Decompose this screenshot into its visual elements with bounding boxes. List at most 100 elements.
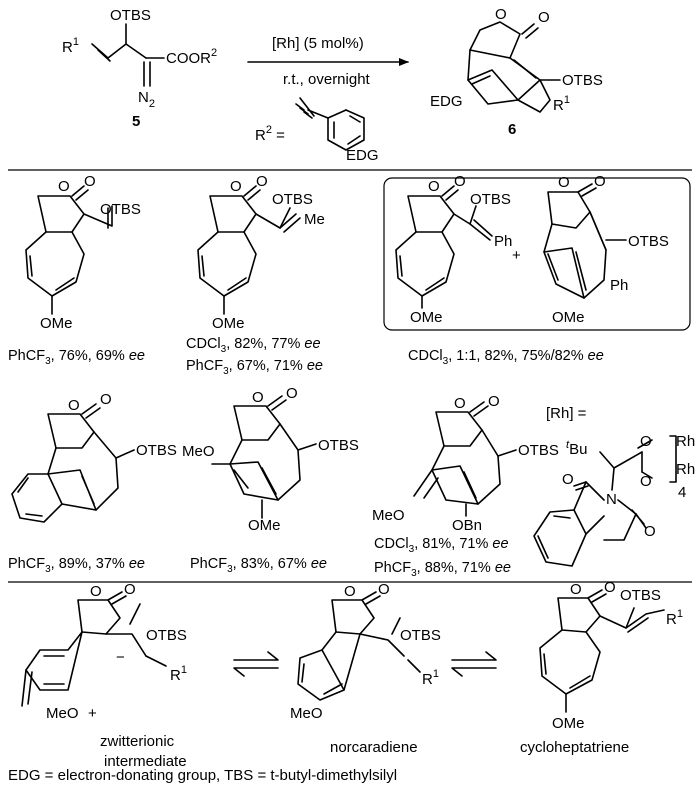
- p5-o2: O: [286, 385, 298, 402]
- compound-number-5: 5: [132, 113, 140, 130]
- rh-sub4: 4: [678, 484, 686, 501]
- p3b-otbs: OTBS: [628, 233, 669, 250]
- r2-label: R2 =: [255, 124, 285, 144]
- p3-o2: O: [454, 173, 466, 190]
- nc-r1: R1: [422, 668, 439, 688]
- p3-plus: +: [512, 247, 521, 264]
- product-p5: O O OTBS MeO OMe PhCF3, 83%, 67% ee: [182, 385, 359, 575]
- p6-meo: MeO: [372, 507, 405, 524]
- p4-o1: O: [68, 397, 80, 414]
- p3-ph: Ph: [494, 233, 512, 250]
- ch-o2: O: [604, 579, 616, 596]
- prod-o1: O: [495, 6, 507, 23]
- zw-meo: MeO: [46, 705, 79, 722]
- rh-catalyst: [Rh] = tBu O O Rh Rh 4 N O O: [533, 405, 695, 567]
- p3-ome: OMe: [410, 309, 443, 326]
- compound-number-6: 6: [508, 121, 516, 138]
- rh-tbu: tBu: [566, 439, 587, 458]
- p1-o2: O: [84, 173, 96, 190]
- prod-edg: EDG: [430, 93, 463, 110]
- p2-caption-1: CDCl3, 82%, 77% ee: [186, 336, 321, 355]
- rh-rh2: Rh: [676, 461, 695, 478]
- p5-otbs: OTBS: [318, 437, 359, 454]
- p2-otbs: OTBS: [272, 191, 313, 208]
- equilibrium-arrow-1: [233, 651, 279, 677]
- p6-otbs: OTBS: [518, 442, 559, 459]
- sub-otbs: OTBS: [110, 7, 151, 24]
- rh-o4: O: [644, 523, 656, 540]
- rh-rh1: Rh: [676, 433, 695, 450]
- p6-obn: OBn: [452, 517, 482, 534]
- product-p6: O O OTBS MeO OBn CDCl3, 81%, 71% ee PhCF…: [372, 393, 559, 579]
- prod-o2: O: [538, 9, 550, 26]
- p1-o1: O: [58, 178, 70, 195]
- p2-o1: O: [230, 178, 242, 195]
- nc-label: norcaradiene: [330, 739, 418, 756]
- zw-o2: O: [124, 581, 136, 598]
- sub-n2: N2: [138, 89, 155, 110]
- p6-o1: O: [454, 395, 466, 412]
- p6-caption-1: CDCl3, 81%, 71% ee: [374, 536, 509, 555]
- p5-o1: O: [252, 389, 264, 406]
- p1-caption: PhCF3, 76%, 69% ee: [8, 348, 145, 367]
- r2-edg: EDG: [346, 147, 379, 164]
- rh-o1: O: [640, 433, 652, 450]
- p4-o2: O: [100, 391, 112, 408]
- rh-o2: O: [640, 473, 652, 490]
- p3-o1: O: [428, 178, 440, 195]
- rh-o3: O: [562, 471, 574, 488]
- prod-r1: R1: [553, 94, 570, 114]
- ch-otbs: OTBS: [620, 587, 661, 604]
- product-p2: O O OTBS Me OMe CDCl3, 82%, 77% ee PhCF3…: [186, 173, 325, 377]
- p2-ome: OMe: [212, 315, 245, 332]
- ch-r1: R1: [666, 608, 683, 628]
- ch-label: cycloheptatriene: [520, 739, 629, 756]
- nc-otbs: OTBS: [400, 627, 441, 644]
- zw-minus: −: [116, 649, 125, 666]
- footnote: EDG = electron-donating group, TBS = t-b…: [8, 767, 397, 784]
- zwitterionic-intermediate: O O OTBS − R1 MeO + zwitterionic interme…: [21, 581, 187, 770]
- nc-o1: O: [344, 583, 356, 600]
- p3-otbs: OTBS: [470, 191, 511, 208]
- conditions-label: r.t., overnight: [283, 71, 371, 88]
- p4-otbs: OTBS: [136, 442, 177, 459]
- rh-n: N: [606, 491, 617, 508]
- zw-plus: +: [88, 705, 97, 722]
- product-6: O O OTBS EDG R1 6: [430, 6, 603, 138]
- nc-meo: MeO: [290, 705, 323, 722]
- sub-coor2: COOR2: [166, 47, 217, 67]
- norcaradiene: O O OTBS R1 MeO norcaradiene: [290, 581, 441, 756]
- p6-o2: O: [488, 393, 500, 410]
- product-p1: O O OTBS OMe PhCF3, 76%, 69% ee: [8, 173, 145, 367]
- p5-ome: OMe: [248, 517, 281, 534]
- p2-caption-2: PhCF3, 67%, 71% ee: [186, 358, 323, 377]
- product-p3-box: O O OTBS Ph OMe + O O OTBS Ph OMe CDCl3,…: [383, 173, 691, 367]
- sub-r1: R1: [62, 36, 79, 56]
- p4-caption: PhCF3, 89%, 37% ee: [8, 556, 145, 575]
- ch-o1: O: [570, 581, 582, 598]
- p3b-ph: Ph: [610, 277, 628, 294]
- p2-o2: O: [256, 173, 268, 190]
- nc-o2: O: [378, 581, 390, 598]
- p6-caption-2: PhCF3, 88%, 71% ee: [374, 560, 511, 579]
- p1-ome: OMe: [40, 315, 73, 332]
- product-p4: O O OTBS PhCF3, 89%, 37% ee: [8, 391, 177, 575]
- zw-label-2: intermediate: [104, 753, 187, 770]
- p3b-o2: O: [594, 173, 606, 190]
- cycloheptatriene: O O OTBS R1 OMe cycloheptatriene: [520, 579, 683, 756]
- substrate-5: R1 OTBS COOR2 N2 5: [62, 7, 217, 130]
- p5-caption: PhCF3, 83%, 67% ee: [190, 556, 327, 575]
- ch-ome: OMe: [552, 715, 585, 732]
- zw-label-1: zwitterionic: [100, 733, 175, 750]
- catalyst-label: [Rh] (5 mol%): [272, 35, 364, 52]
- reaction-arrow: [Rh] (5 mol%) r.t., overnight R2 = EDG: [247, 35, 409, 164]
- p3b-ome: OMe: [552, 309, 585, 326]
- p1-otbs: OTBS: [100, 201, 141, 218]
- p3-caption: CDCl3, 1:1, 82%, 75%/82% ee: [408, 348, 604, 367]
- p3b-o1: O: [558, 174, 570, 191]
- rh-label: [Rh] =: [546, 405, 587, 422]
- zw-r1: R1: [170, 664, 187, 684]
- zw-o1: O: [90, 583, 102, 600]
- p5-meo: MeO: [182, 443, 215, 460]
